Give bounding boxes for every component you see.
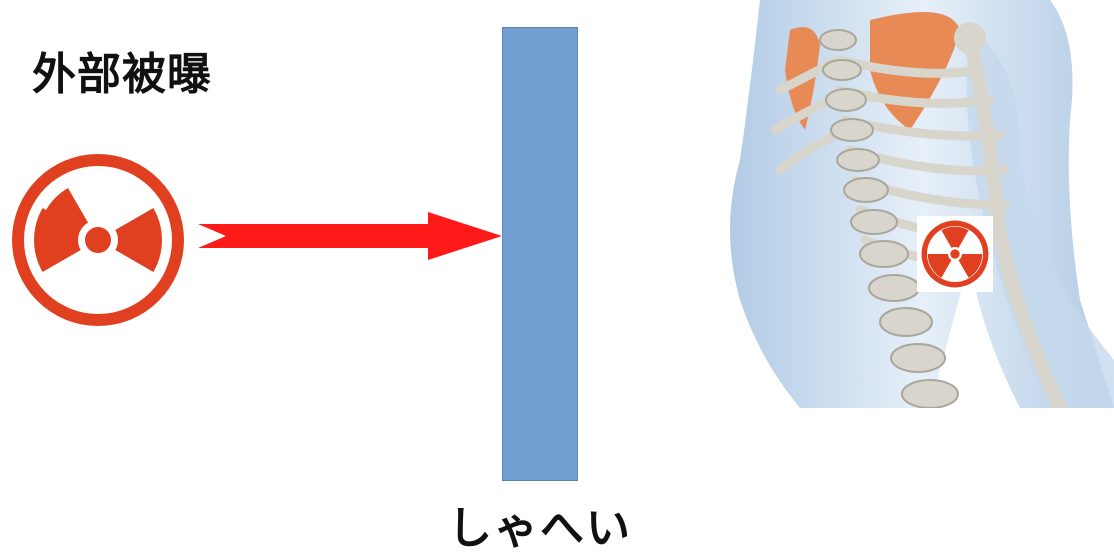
- radiation-source-icon: [8, 150, 188, 330]
- diagram-title: 外部被曝: [32, 38, 212, 102]
- shielding-wall: [502, 27, 578, 481]
- human-body-skeleton-illustration: [720, 0, 1114, 408]
- radiation-trefoil-icon: [920, 219, 990, 289]
- internal-radiation-marker: [917, 216, 993, 292]
- shield-label: しゃへい: [430, 492, 650, 556]
- radiation-arrow: [196, 206, 508, 266]
